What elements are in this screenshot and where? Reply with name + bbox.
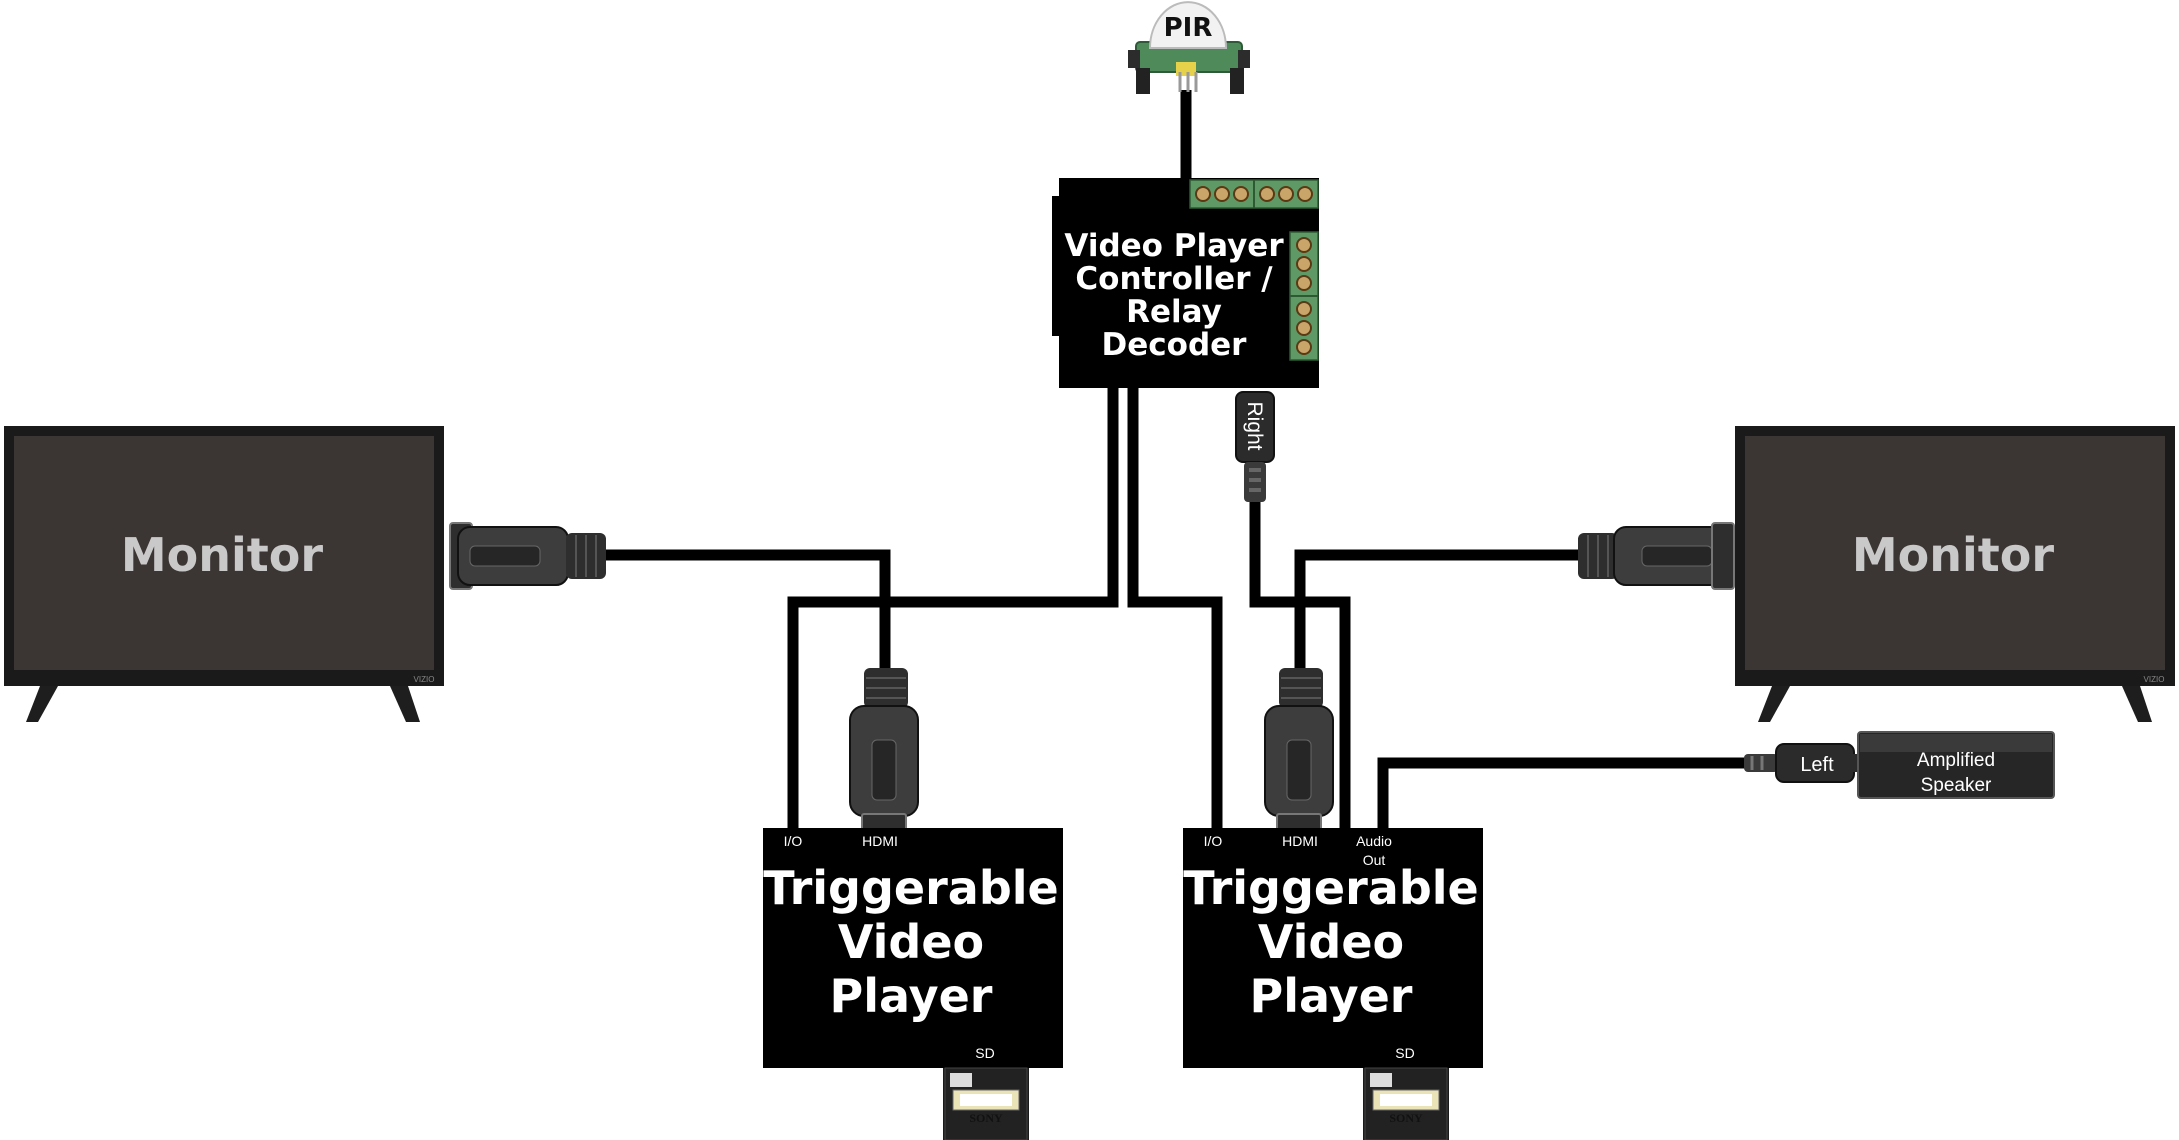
left-audio-label: Left [1800, 754, 1834, 776]
left-player-hdmi-plug [849, 668, 919, 831]
sd-card-left-brand: SONY [969, 1111, 1003, 1125]
speaker-label-line-1: Amplified [1917, 750, 1995, 771]
player-right-io-label: I/O [1204, 833, 1223, 849]
cables [603, 90, 1758, 830]
left-monitor-hdmi-plug [449, 522, 606, 590]
player-right-sd-label: SD [1395, 1045, 1414, 1061]
speaker-label-line-2: Speaker [1921, 775, 1992, 796]
pir-label: PIR [1164, 13, 1213, 43]
controller-side-terminal [1289, 231, 1319, 361]
left-hdmi-cable [603, 549, 891, 670]
player-right-title-line-3: Player [1250, 969, 1413, 1023]
player-left-title-line-3: Player [830, 969, 993, 1023]
monitor-left-brand: VIZIO [414, 675, 435, 684]
player-left: I/O HDMI Triggerable Video Player SD [763, 828, 1063, 1068]
player-right-title-line-1: Triggerable [1183, 861, 1478, 915]
monitor-right-brand: VIZIO [2144, 675, 2165, 684]
monitor-left-label: Monitor [121, 528, 323, 582]
right-player-hdmi-plug [1264, 668, 1334, 831]
player-left-io-label: I/O [784, 833, 803, 849]
controller-label-line-3: Relay [1126, 294, 1222, 330]
left-audio-cable [1377, 757, 1758, 830]
player-right-audio-label-1: Audio [1356, 833, 1392, 849]
sd-card-left: SONY [943, 1067, 1029, 1140]
player-right-hdmi-label: HDMI [1282, 833, 1318, 849]
sd-card-right: SONY [1363, 1067, 1449, 1140]
controller-to-right-io-cable [1127, 388, 1223, 830]
player-left-hdmi-label: HDMI [862, 833, 898, 849]
right-audio-cable [1249, 500, 1351, 830]
pir-sensor: PIR [1128, 1, 1250, 94]
right-hdmi-cable [1294, 549, 1583, 670]
controller-top-terminal [1189, 179, 1319, 209]
amplified-speaker: Amplified Speaker [1857, 731, 2055, 799]
controller-box: Video Player Controller / Relay Decoder [1052, 178, 1319, 388]
controller-label-line-2: Controller / [1075, 261, 1273, 297]
player-right-title-line-2: Video [1258, 915, 1404, 969]
right-audio-label: Right [1243, 401, 1266, 450]
player-right-audio-label-2: Out [1363, 852, 1386, 868]
monitor-right-label: Monitor [1852, 528, 2054, 582]
player-right: I/O HDMI Audio Out Triggerable Video Pla… [1183, 828, 1483, 1068]
monitor-left: Monitor VIZIO [4, 426, 444, 722]
controller-label-line-4: Decoder [1102, 327, 1248, 363]
player-left-title-line-1: Triggerable [763, 861, 1058, 915]
controller-to-left-io-cable [787, 388, 1119, 830]
sd-card-right-brand: SONY [1389, 1111, 1423, 1125]
right-monitor-hdmi-plug [1578, 522, 1735, 590]
monitor-right: Monitor VIZIO [1735, 426, 2175, 722]
right-audio-plug: Right [1235, 391, 1275, 502]
left-audio-plug: Left [1744, 743, 1860, 783]
player-left-title-line-2: Video [838, 915, 984, 969]
player-left-sd-label: SD [975, 1045, 994, 1061]
controller-label-line-1: Video Player [1064, 228, 1284, 264]
